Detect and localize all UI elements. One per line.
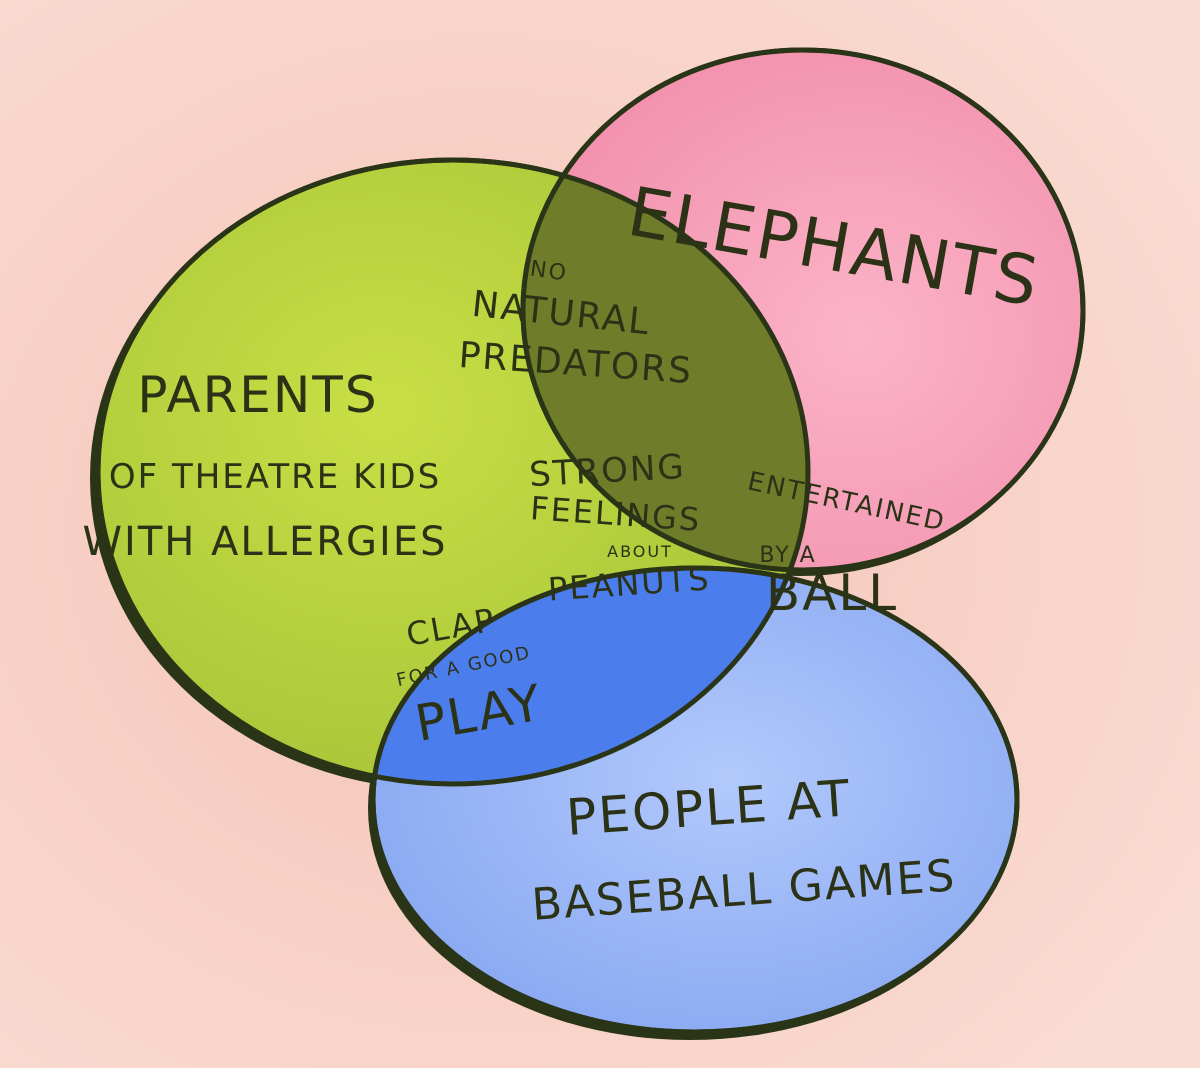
theatre-outline [95,157,811,787]
overlap-all-line1: STRONG [528,447,686,495]
overlap-theatre-baseball [373,568,808,784]
theatre-label-line1: PARENTS [137,366,378,424]
overlap-eb-line2: BY A [759,543,816,568]
theatre-label-line3: WITH ALLERGIES [82,519,447,565]
overlap-te-line1: NO [528,257,569,287]
overlap-eb-line3: BALL [766,564,898,622]
overlap-all-line3: ABOUT [607,542,673,561]
theatre-label-line2: OF THEATRE KIDS [109,457,441,497]
elephants-outline [520,47,1086,573]
baseball-outline [370,565,1020,1035]
